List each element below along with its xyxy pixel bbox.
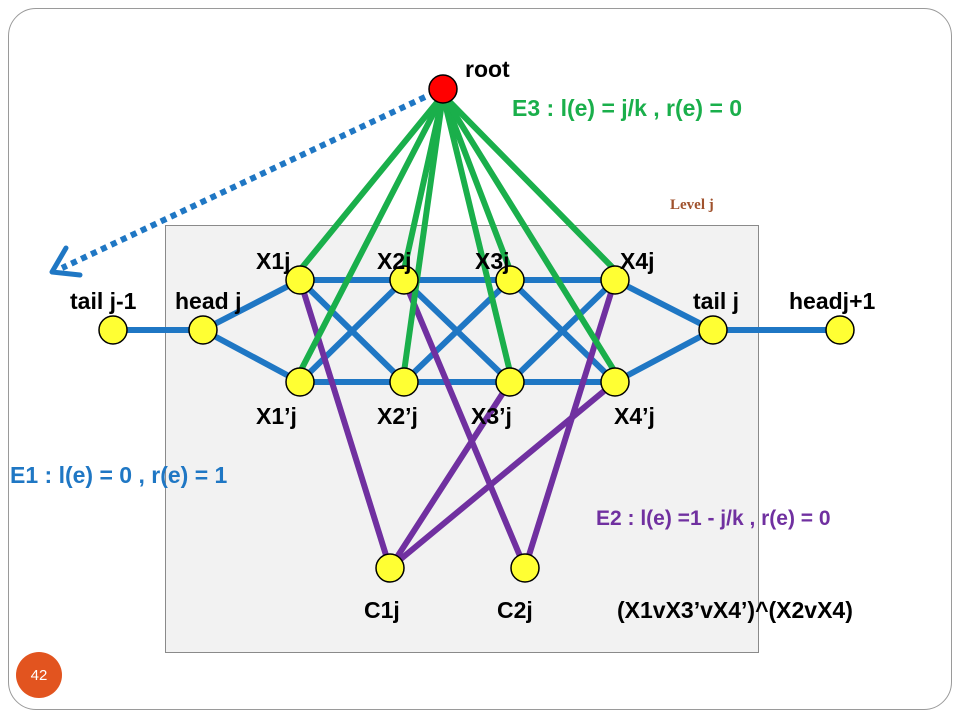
node-head-next <box>825 315 855 345</box>
edge-x4j-tail <box>612 277 716 333</box>
node-c1j <box>375 553 405 583</box>
e2-edges <box>297 277 618 571</box>
label-x2j: X2j <box>377 248 412 274</box>
label-x3j: X3j <box>475 248 510 274</box>
e3-edges <box>297 92 618 375</box>
node-x3pj <box>495 367 525 397</box>
label-tail-j: tail j <box>693 288 740 314</box>
edge-root-x3j <box>440 92 513 273</box>
label-x4pj: X4’j <box>614 403 655 429</box>
nodes <box>98 74 855 583</box>
label-root: root <box>465 56 510 82</box>
dotted-arrow <box>49 94 427 278</box>
edge-x4j-c2j <box>522 277 618 571</box>
edge-root-x1j <box>297 92 446 273</box>
edge-x3pj-c1j <box>387 379 513 571</box>
edge-root-x4j <box>440 92 618 273</box>
label-c1j: C1j <box>364 597 400 623</box>
root-node <box>428 74 458 104</box>
e1-edges <box>110 277 843 385</box>
edge-x1j-c1j <box>297 277 393 571</box>
edge-root-x4pj <box>440 92 618 375</box>
node-x3j <box>495 265 525 295</box>
node-x2pj <box>389 367 419 397</box>
edge-x4pj-c1j <box>387 379 618 571</box>
arrow-head-icon <box>49 245 83 278</box>
edge-x3pj-x4j <box>507 277 618 385</box>
node-c2j <box>510 553 540 583</box>
edge-x2j-c2j <box>401 277 528 571</box>
label-tail-prev: tail j-1 <box>70 288 137 314</box>
edge-root-x2pj <box>401 92 446 375</box>
node-x2j <box>389 265 419 295</box>
level-label: Level j <box>670 197 714 213</box>
equation-e3: E3 : l(e) = j/k , r(e) = 0 <box>512 95 743 121</box>
label-x1pj: X1’j <box>256 403 297 429</box>
label-head-j: head j <box>175 288 242 314</box>
label-x2pj: X2’j <box>377 403 418 429</box>
label-x1j: X1j <box>256 248 291 274</box>
edge-x4pj-tail <box>612 327 716 385</box>
formula-label: (X1vX3’vX4’)^(X2vX4) <box>617 597 853 623</box>
dotted-arrow-line <box>60 94 427 271</box>
label-x3pj: X3’j <box>471 403 512 429</box>
node-tail-prev <box>98 315 128 345</box>
edge-root-x3pj <box>440 92 513 375</box>
page-number-badge: 42 <box>16 652 62 698</box>
label-x4j: X4j <box>620 248 655 274</box>
edge-x1pj-x2j <box>297 277 407 385</box>
node-x1j <box>285 265 315 295</box>
node-tail-j <box>698 315 728 345</box>
node-head-j <box>188 315 218 345</box>
label-head-next: headj+1 <box>789 288 876 314</box>
edge-head-x1pj <box>200 327 303 385</box>
node-x4pj <box>600 367 630 397</box>
node-x4j <box>600 265 630 295</box>
node-x1pj <box>285 367 315 397</box>
equation-e2: E2 : l(e) =1 - j/k , r(e) = 0 <box>596 507 831 530</box>
label-c2j: C2j <box>497 597 533 623</box>
equation-e1: E1 : l(e) = 0 , r(e) = 1 <box>10 462 228 488</box>
edge-head-x1j <box>200 277 303 333</box>
edge-root-x1pj <box>297 92 446 375</box>
